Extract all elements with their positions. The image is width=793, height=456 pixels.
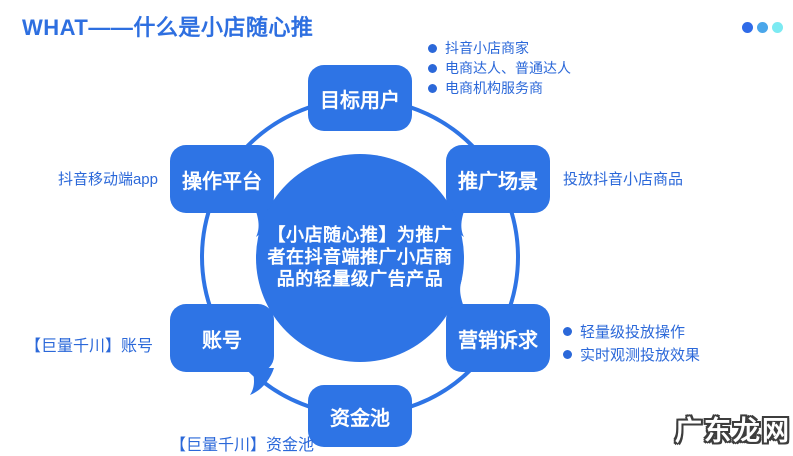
- bullet-icon: [563, 327, 572, 336]
- bullet-icon: [428, 63, 437, 73]
- node-target-users: 目标用户: [308, 65, 412, 131]
- page-title: WHAT——什么是小店随心推: [22, 15, 314, 40]
- capital-pool-note: 【巨量千川】资金池: [170, 437, 315, 454]
- dot-icon: [757, 22, 768, 33]
- account-note: 【巨量千川】账号: [25, 338, 154, 355]
- dot-icon: [772, 22, 783, 33]
- node-label: 操作平台: [182, 170, 262, 193]
- bullet-text: 抖音小店商家: [445, 40, 529, 56]
- marketing-demands-bullet-list: 轻量级投放操作 实时观测投放效果: [563, 320, 700, 366]
- bullet-text: 实时观测投放效果: [580, 347, 701, 364]
- promotion-scenario-note: 投放抖音小店商品: [563, 171, 684, 188]
- node-operation-platform: 操作平台: [170, 145, 274, 213]
- node-label: 推广场景: [458, 170, 538, 193]
- node-label: 账号: [202, 329, 242, 352]
- bullet-item: 实时观测投放效果: [563, 343, 700, 366]
- node-marketing-demands: 营销诉求: [446, 304, 550, 372]
- node-label: 目标用户: [320, 89, 400, 112]
- bullet-item: 轻量级投放操作: [563, 320, 700, 343]
- node-promotion-scenario: 推广场景: [446, 145, 550, 213]
- tail-account: [250, 368, 274, 395]
- bullet-item: 电商机构服务商: [428, 78, 571, 98]
- target-users-bullet-list: 抖音小店商家 电商达人、普通达人 电商机构服务商: [428, 38, 571, 98]
- operation-platform-note: 抖音移动端app: [57, 171, 158, 188]
- bullet-item: 电商达人、普通达人: [428, 58, 571, 78]
- bullet-icon: [428, 83, 437, 93]
- dot-icon: [742, 22, 753, 33]
- node-label: 资金池: [330, 407, 390, 430]
- bullet-icon: [428, 43, 437, 53]
- center-circle: [256, 154, 464, 362]
- center-statement-line: 者在抖音端推广小店商: [267, 247, 453, 267]
- node-account: 账号: [170, 304, 274, 372]
- bullet-icon: [563, 350, 572, 359]
- bullet-item: 抖音小店商家: [428, 38, 571, 58]
- site-watermark: 广东龙网: [675, 416, 791, 446]
- decoration-dots: [742, 22, 783, 33]
- node-capital-pool: 资金池: [308, 385, 412, 447]
- center-statement-line: 【小店随心推】为推广: [267, 225, 453, 245]
- bullet-text: 轻量级投放操作: [580, 324, 686, 341]
- bullet-text: 电商达人、普通达人: [445, 60, 571, 76]
- bullet-text: 电商机构服务商: [445, 80, 543, 96]
- node-label: 营销诉求: [458, 329, 538, 352]
- center-statement: 【小店随心推】为推广 者在抖音端推广小店商 品的轻量级广告产品: [250, 224, 470, 290]
- center-statement-line: 品的轻量级广告产品: [276, 269, 444, 289]
